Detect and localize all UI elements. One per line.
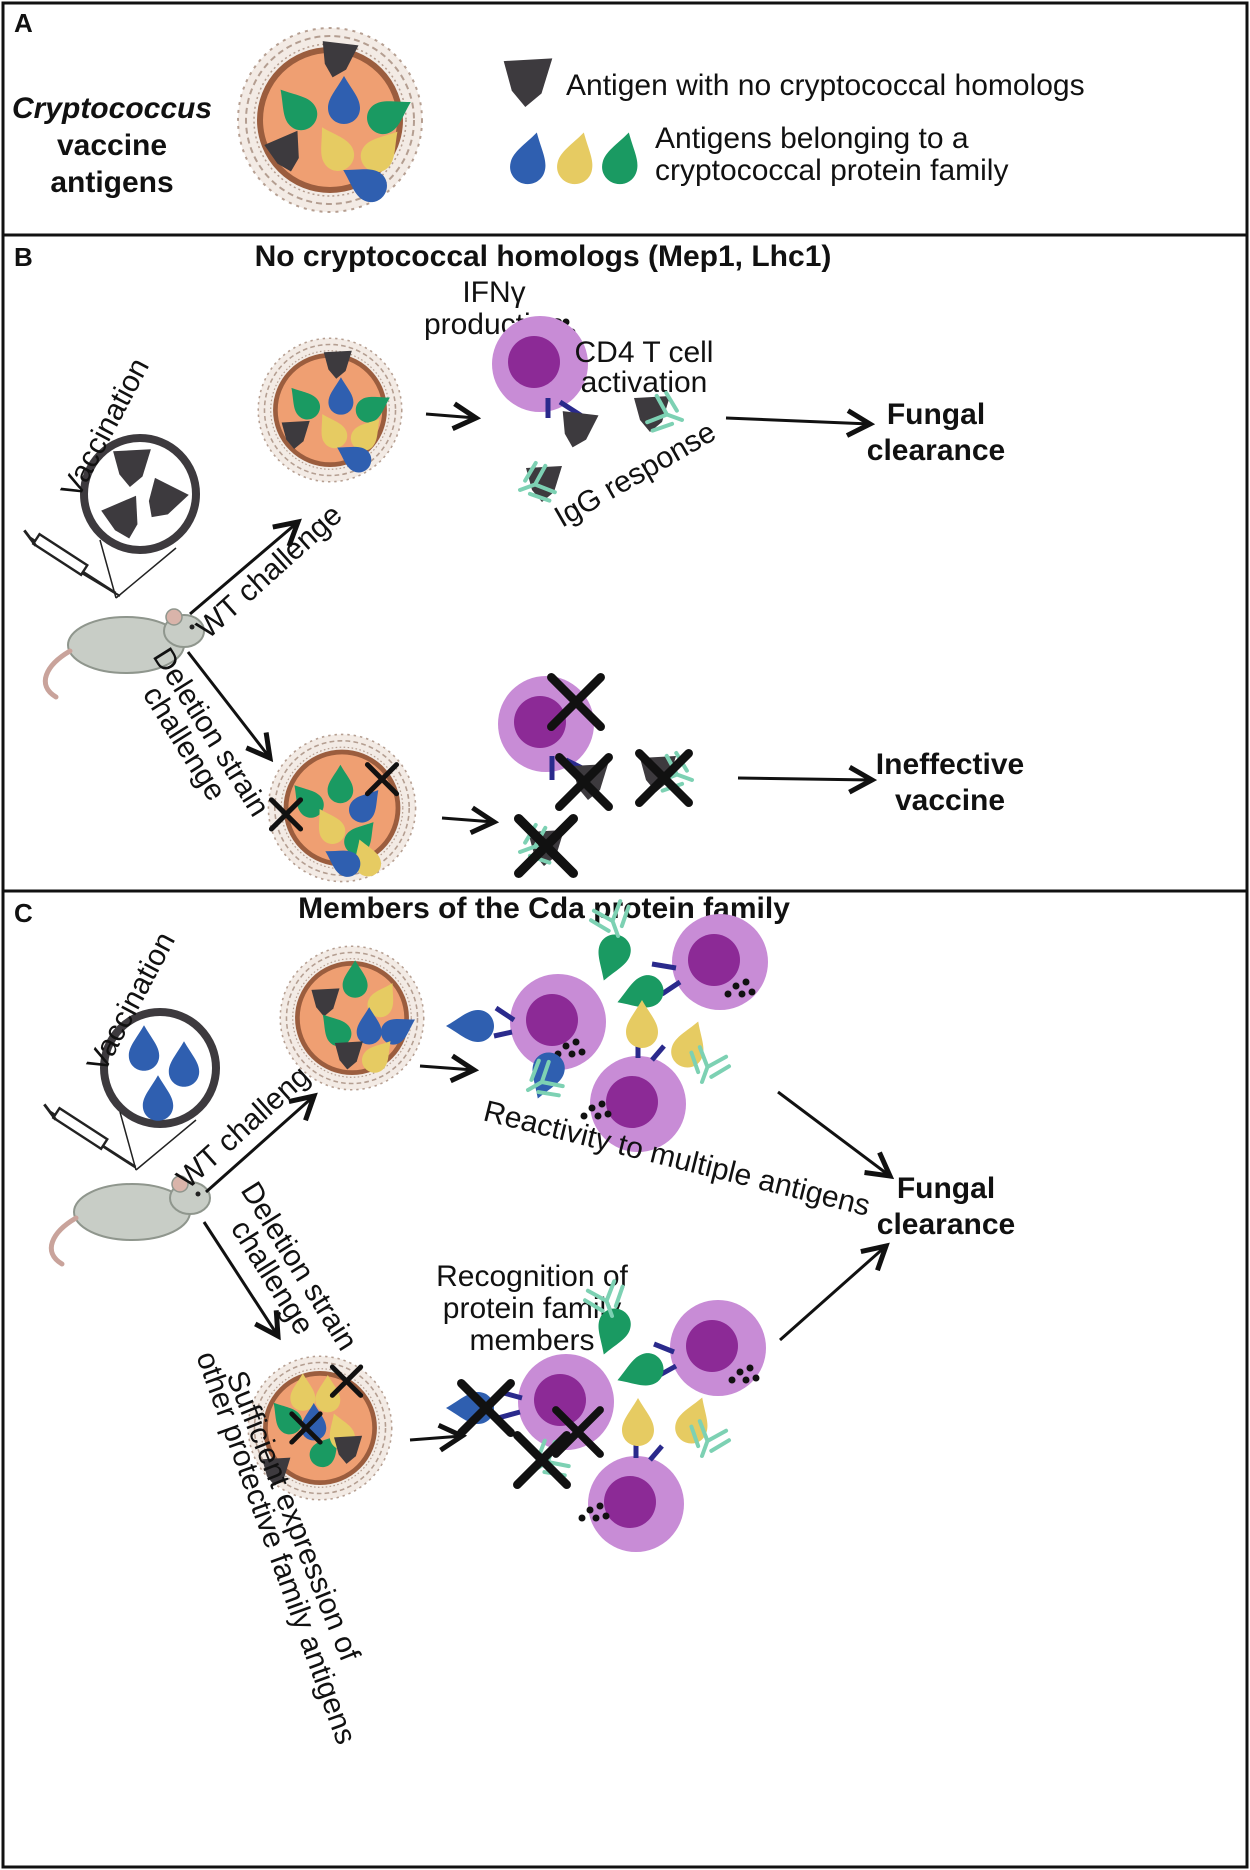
arrow-c-wt-to-response <box>419 1066 474 1070</box>
vaccination-lines-c <box>119 1111 197 1171</box>
panel-a-title-line2: vaccine <box>57 129 167 162</box>
antigen-c-blue-1 <box>446 1010 494 1042</box>
blue-antigen-icon <box>506 127 554 189</box>
panel-a: A Cryptococcus vaccine antigens Antigen … <box>1 1 1249 237</box>
panel-b-frame <box>1 233 1249 893</box>
antigen-c-green-3 <box>611 1348 669 1396</box>
panel-c: C Members of the Cda protein family Vacc… <box>1 889 1249 1869</box>
antigen-c-yellow-1 <box>626 1000 658 1048</box>
recognition-label-line3: members <box>469 1324 594 1357</box>
panel-b-letter: B <box>14 242 33 272</box>
wt-challenge-label-b: WT challenge <box>191 498 349 645</box>
legend: Antigen with no cryptococcal homologs An… <box>503 58 1085 189</box>
arrow-b-wt-to-response <box>425 414 476 418</box>
outcome-b-top-line1: Fungal <box>887 398 985 431</box>
arrow-b-deletion-to-response <box>441 818 494 822</box>
panel-a-title-line3: antigens <box>50 166 173 199</box>
panel-c-letter: C <box>14 898 33 928</box>
cryptococcus-cell-b-deletion <box>268 734 415 881</box>
cryptococcus-cell-c-wt <box>280 946 424 1090</box>
cd4-label-line2: activation <box>581 366 708 399</box>
outcome-b-bottom-line2: vaccine <box>895 784 1005 817</box>
legend-item-2-line1: Antigens belonging to a <box>655 122 969 155</box>
panel-b: B No cryptococcal homologs (Mep1, Lhc1) … <box>1 233 1249 893</box>
arrow-c-deletion-to-response <box>409 1436 462 1440</box>
vaccination-lines-b <box>99 539 177 599</box>
panel-c-frame <box>1 889 1249 1869</box>
arrow-b-to-clearance <box>725 418 870 424</box>
legend-item-2-line2: cryptococcal protein family <box>655 154 1008 187</box>
antigen-c-green-2 <box>588 929 636 987</box>
recognition-label-line1: Recognition of <box>436 1260 628 1293</box>
arrow-b-to-ineffective <box>737 778 872 780</box>
cryptococcus-cell-a <box>238 28 422 212</box>
yellow-antigen-icon <box>553 127 601 189</box>
outcome-c-line1: Fungal <box>897 1172 995 1205</box>
tcell-b-bottom <box>498 676 594 772</box>
tcell-c-2 <box>672 914 768 1010</box>
outcome-c-line2: clearance <box>877 1208 1015 1241</box>
panel-a-title-line1: Cryptococcus <box>12 92 212 125</box>
arrow-c-top-to-clearance <box>777 1090 890 1176</box>
arrow-c-bottom-to-clearance <box>779 1246 886 1342</box>
green-antigen-icon <box>598 127 646 189</box>
tcr-c-2 <box>651 961 682 997</box>
panel-a-letter: A <box>14 8 33 38</box>
antigen-c-yellow-3 <box>622 1398 654 1446</box>
wt-arrow-b <box>189 522 298 616</box>
tcr-c-1 <box>493 1005 516 1039</box>
cryptococcus-cell-b-wt <box>258 338 402 482</box>
dark-antigen-icon <box>503 58 553 107</box>
deletion-arrow-b <box>186 651 270 758</box>
deletion-arrow-c <box>202 1221 278 1336</box>
outcome-b-top-line2: clearance <box>867 434 1005 467</box>
cd4-label-line1: CD4 T cell <box>575 336 714 369</box>
antigen-b-top-1 <box>556 409 599 451</box>
wt-arrow-c <box>205 1096 314 1194</box>
vaccination-bubble-b <box>80 434 200 554</box>
outcome-b-bottom-line1: Ineffective <box>876 748 1024 781</box>
tcell-c-5 <box>670 1300 766 1396</box>
ifn-label-line1: IFNγ <box>462 276 525 309</box>
recognition-label-line2: protein family <box>443 1292 621 1325</box>
panel-b-title: No cryptococcal homologs (Mep1, Lhc1) <box>255 240 832 273</box>
legend-item-1: Antigen with no cryptococcal homologs <box>566 69 1085 102</box>
vaccination-bubble-c <box>100 1008 220 1128</box>
